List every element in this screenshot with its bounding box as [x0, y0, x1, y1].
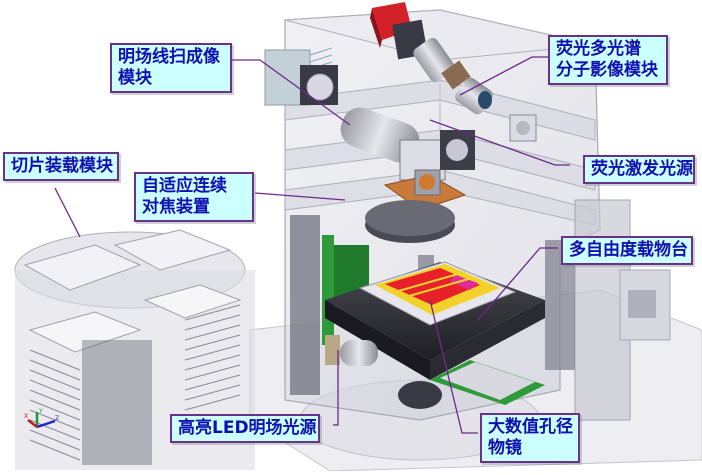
label-fluorescence-multispectral: 荧光多光谱 分子影像模块	[548, 35, 668, 85]
axis-y-label: Y	[38, 408, 43, 415]
line-scan-camera	[264, 47, 338, 106]
fluorescence-optics	[413, 37, 537, 142]
led-lamp	[325, 335, 378, 366]
leader-fluor-multi	[459, 56, 548, 96]
slide-loader-graphic	[14, 229, 255, 470]
label-slide-loader: 切片装载模块	[3, 152, 119, 181]
autofocus-plate	[383, 169, 467, 211]
tube-lens	[340, 107, 475, 181]
leader-autofocus	[254, 192, 346, 201]
label-autofocus: 自适应连续 对焦装置	[134, 172, 254, 222]
label-text: 高亮LED明场光源	[178, 418, 317, 438]
axis-triad-icon: X Y Z	[24, 408, 59, 429]
label-text-line2: 物镜	[488, 438, 522, 458]
leader-objective	[429, 299, 478, 434]
red-camera	[370, 2, 428, 60]
label-led-brightfield-source: 高亮LED明场光源	[170, 414, 320, 443]
label-text-line2: 分子影像模块	[556, 60, 658, 80]
leader-stage	[477, 247, 558, 321]
label-brightfield-line-scan: 明场线扫成像 模块	[110, 43, 232, 93]
label-text: 荧光激发光源	[591, 159, 693, 179]
leader-excitation	[429, 119, 570, 166]
label-text-line2: 模块	[118, 68, 152, 88]
axis-z-label: Z	[55, 415, 59, 422]
label-text: 切片装载模块	[11, 156, 113, 176]
label-text-line1: 大数值孔径	[488, 417, 573, 437]
label-text-line2: 对焦装置	[142, 197, 210, 217]
multi-dof-stage-graphic	[325, 261, 545, 409]
label-text-line1: 明场线扫成像	[118, 47, 220, 67]
label-fluorescence-excitation: 荧光激发光源	[583, 155, 695, 184]
label-text-line1: 自适应连续	[142, 176, 227, 196]
leader-brightfield	[232, 59, 351, 126]
axis-x-label: X	[24, 413, 28, 420]
label-text-line1: 荧光多光谱	[556, 39, 641, 59]
label-text: 多自由度载物台	[569, 240, 688, 260]
label-high-na-objective: 大数值孔径 物镜	[480, 413, 580, 463]
leader-led	[333, 350, 339, 426]
leader-lines	[54, 56, 570, 434]
leader-slide-loader	[54, 187, 81, 238]
label-multi-dof-stage: 多自由度载物台	[561, 236, 693, 265]
